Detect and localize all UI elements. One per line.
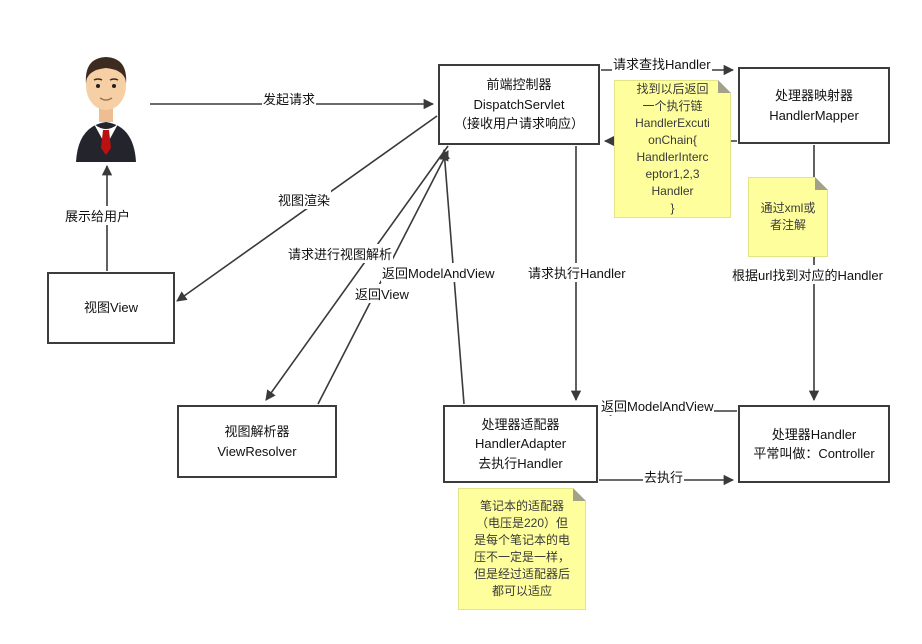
node-handlermapper-line1: 处理器映射器: [774, 88, 853, 103]
edge-label-return-modelandview-right: 返回ModelAndView: [600, 396, 715, 415]
note-xml-or-annotation-text: 通过xml或 者注解: [760, 201, 816, 232]
node-viewresolver-line1: 视图解析器: [224, 424, 290, 439]
edge-label-go-exec: 去执行: [643, 467, 685, 486]
node-viewresolver: 视图解析器 ViewResolver: [177, 405, 337, 478]
node-handleradapter-line1: 处理器适配器: [481, 416, 560, 432]
node-viewresolver-line2: ViewResolver: [217, 443, 297, 459]
edge-label-url-find-handler: 根据url找到对应的Handler: [731, 265, 884, 284]
node-handleradapter-line3: 去执行Handler: [478, 455, 563, 471]
note-handler-execution-chain-text: 找到以后返回 一个执行链 HandlerExcuti onChain{ Hand…: [635, 82, 710, 215]
note-adapter-analogy-text: 笔记本的适配器 （电压是220）但 是每个笔记本的电 压不一定是一样， 但是经过…: [473, 499, 570, 598]
edge-label-return-modelandview-left: 返回ModelAndView: [381, 263, 496, 282]
node-handleradapter: 处理器适配器 HandlerAdapter 去执行Handler: [443, 405, 598, 483]
node-handler-line2: 平常叫做：Controller: [753, 446, 875, 461]
node-view: 视图View: [47, 272, 175, 344]
node-handlermapper: 处理器映射器 HandlerMapper: [738, 67, 890, 144]
edge-label-return-view: 返回View: [354, 284, 410, 303]
edge-label-find-handler: 请求查找Handler: [612, 54, 712, 73]
node-handler: 处理器Handler 平常叫做：Controller: [738, 405, 890, 483]
edge-label-view-render: 视图渲染: [277, 190, 332, 209]
node-dispatcherservlet: 前端控制器 DispatchServlet （接收用户请求响应）: [438, 64, 600, 145]
edge-label-initiate-request: 发起请求: [262, 89, 317, 108]
node-dispatcherservlet-line1: 前端控制器: [486, 77, 552, 93]
note-adapter-analogy: 笔记本的适配器 （电压是220）但 是每个笔记本的电 压不一定是一样， 但是经过…: [458, 488, 586, 610]
node-dispatcherservlet-line2: DispatchServlet: [473, 96, 565, 112]
node-view-line1: 视图View: [84, 300, 138, 316]
edge-label-request-exec-handler: 请求执行Handler: [527, 263, 627, 282]
arrow-dispatch-to-resolver: [265, 145, 449, 401]
user-avatar-icon: [64, 46, 148, 162]
note-xml-or-annotation: 通过xml或 者注解: [748, 177, 828, 257]
node-handleradapter-line2: HandlerAdapter: [474, 436, 567, 452]
node-handler-line1: 处理器Handler: [771, 426, 857, 442]
edge-label-request-view-resolve: 请求进行视图解析: [287, 244, 394, 263]
node-dispatcherservlet-line3: （接收用户请求响应）: [453, 116, 584, 132]
node-handlermapper-line2: HandlerMapper: [769, 107, 859, 123]
note-handler-execution-chain: 找到以后返回 一个执行链 HandlerExcuti onChain{ Hand…: [614, 80, 731, 218]
edge-label-show-to-user: 展示给用户: [64, 206, 132, 225]
